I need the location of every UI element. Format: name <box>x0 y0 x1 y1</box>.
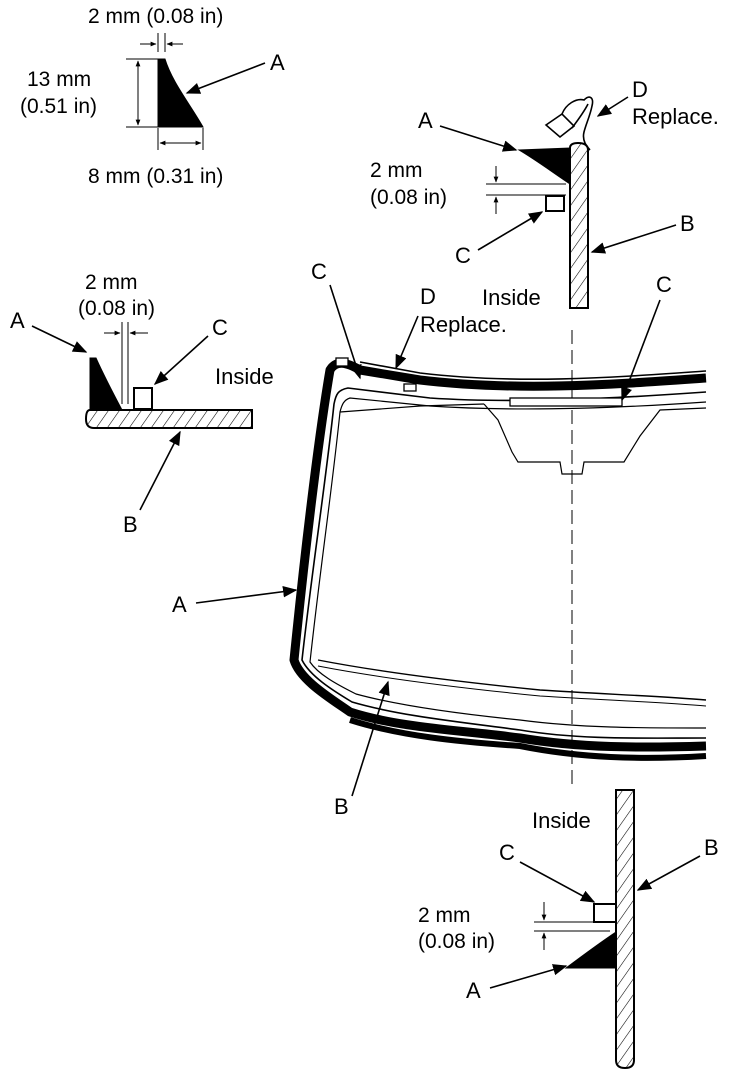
glass-b <box>84 409 253 429</box>
callout-a: A <box>270 50 285 75</box>
glass-b <box>569 141 589 309</box>
adhesive-bead-profile <box>157 58 204 128</box>
replace-note: Replace. <box>420 312 507 337</box>
leader-arrow <box>477 211 544 251</box>
callout-c: C <box>311 259 327 284</box>
leader-arrow <box>439 125 518 152</box>
leader-arrow <box>351 680 390 797</box>
leader-arrow <box>621 299 661 402</box>
leader-arrow <box>395 315 419 370</box>
gap-inch-dimension: (0.08 in) <box>78 297 155 320</box>
bottom-section-detail: 2 mm (0.08 in) Inside C B A <box>418 789 719 1070</box>
spacer-c <box>133 387 153 410</box>
leader-arrow <box>139 430 181 511</box>
gap-dimension: 2 mm <box>370 159 423 182</box>
leader-arrow <box>185 62 266 94</box>
leader-arrow <box>329 284 362 380</box>
gap-inch-dimension: (0.08 in) <box>418 930 495 953</box>
left-section-detail: 2 mm (0.08 in) A C Inside B <box>10 271 274 537</box>
callout-d: D <box>632 77 648 102</box>
body-frame <box>301 387 707 739</box>
glass-b-lower-edge <box>317 659 707 701</box>
replace-note: Replace. <box>632 104 719 129</box>
molding-d-outline <box>359 361 707 380</box>
inside-label: Inside <box>215 364 274 389</box>
molding-d <box>561 96 594 151</box>
bead-width-top-dimension: 2 mm (0.08 in) <box>88 5 223 28</box>
spacer-c <box>545 195 565 212</box>
leader-arrow <box>31 325 88 353</box>
callout-c: C <box>212 315 228 340</box>
callout-c: C <box>499 840 515 865</box>
adhesive-bead <box>517 147 571 185</box>
gap-dimension: 2 mm <box>85 271 138 294</box>
glass-b <box>615 789 635 1070</box>
bead-height-inch-dimension: (0.51 in) <box>20 95 97 118</box>
callout-a: A <box>10 308 25 333</box>
callout-b: B <box>123 512 138 537</box>
top-section-detail: 2 mm (0.08 in) A D Replace. C B Inside <box>370 77 719 310</box>
callout-a: A <box>172 592 187 617</box>
windshield-view: C D Replace. C A B <box>172 259 707 819</box>
callout-b: B <box>334 794 349 819</box>
spacer-c-strip <box>509 397 623 407</box>
lower-adhesive-bead <box>349 717 707 761</box>
upper-ceramic-line <box>339 403 485 413</box>
callout-c: C <box>455 243 471 268</box>
molding-d-edge <box>571 103 589 129</box>
leader-arrow <box>596 96 629 117</box>
leader-arrow <box>519 861 596 903</box>
leader-arrow <box>590 224 677 254</box>
spacer-c <box>335 357 349 367</box>
gap-inch-dimension: (0.08 in) <box>370 186 447 209</box>
bead-profile-detail: 2 mm (0.08 in) 13 mm (0.51 in) 8 mm (0.3… <box>20 5 285 188</box>
inside-label: Inside <box>532 808 591 833</box>
leader-arrow <box>489 964 568 989</box>
spacer-c <box>593 903 617 923</box>
inside-label: Inside <box>482 285 541 310</box>
callout-d: D <box>420 284 436 309</box>
leader-arrow <box>153 335 209 385</box>
callout-c: C <box>656 272 672 297</box>
leader-arrow <box>636 855 701 891</box>
adhesive-bead <box>89 357 123 411</box>
callout-b: B <box>704 835 719 860</box>
callout-a: A <box>418 108 433 133</box>
bead-height-dimension: 13 mm <box>27 68 91 91</box>
spacer-c <box>403 383 417 392</box>
callout-a: A <box>466 978 481 1003</box>
glass-edge <box>309 397 707 729</box>
glass-b-lower-edge-inner <box>317 665 707 707</box>
gap-dimension: 2 mm <box>418 904 471 927</box>
bead-width-bottom-dimension: 8 mm (0.31 in) <box>88 165 223 188</box>
adhesive-bead <box>564 931 617 969</box>
callout-b: B <box>680 211 695 236</box>
mirror-mount-area <box>483 403 707 475</box>
leader-arrow <box>195 585 298 604</box>
molding-clip <box>544 112 576 139</box>
adhesive-bead-a <box>289 358 707 752</box>
